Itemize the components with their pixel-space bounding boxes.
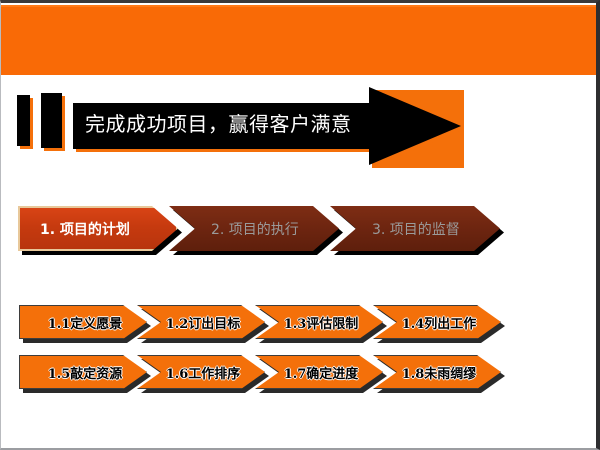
task-chevron-1-4[interactable]: 1.4列出工作 (373, 305, 501, 339)
task-chevron-2-3[interactable]: 1.7确定进度 (255, 355, 383, 389)
phase-chevron-row: 1. 项目的计划 2. 项目的执行 3. 项目的监督 (1, 206, 600, 254)
phase-chevron-project-monitoring[interactable]: 3. 项目的监督 (330, 206, 500, 251)
phase-chevron-project-planning[interactable]: 1. 项目的计划 (18, 206, 178, 251)
phase-label-2: 2. 项目的执行 (211, 221, 299, 238)
phase-chevron-project-execution[interactable]: 2. 项目的执行 (169, 206, 339, 251)
title-banner-body (73, 103, 371, 149)
slide-title: 完成成功项目，赢得客户满意 (85, 112, 352, 136)
top-band-highlight (1, 5, 596, 7)
title-banner-arrowhead-icon (369, 87, 461, 165)
task-chevron-2-4[interactable]: 1.8未雨绸缪 (373, 355, 501, 389)
phase-label-1: 1. 项目的计划 (40, 221, 130, 238)
task-chevron-2-1[interactable]: 1.5敲定资源 (19, 355, 147, 389)
task-label-1-2: 1.2订出目标 (165, 316, 241, 332)
task-chevron-row-1: 1.1定义愿景 1.2订出目标 1.3评估限制 1.4列出工作 (1, 305, 600, 341)
title-tick-bar-1 (17, 95, 30, 146)
task-label-2-3: 1.7确定进度 (283, 366, 359, 382)
task-label-1-1: 1.1定义愿景 (47, 316, 123, 332)
phase-label-3: 3. 项目的监督 (372, 221, 460, 238)
task-chevron-1-1[interactable]: 1.1定义愿景 (19, 305, 147, 339)
task-label-2-4: 1.8未雨绸缪 (401, 366, 477, 382)
task-label-2-1: 1.5敲定资源 (47, 366, 123, 382)
task-label-1-4: 1.4列出工作 (401, 316, 477, 332)
top-orange-band (1, 5, 596, 75)
task-label-2-2: 1.6工作排序 (165, 366, 241, 382)
task-chevron-1-3[interactable]: 1.3评估限制 (255, 305, 383, 339)
title-tick-bar-2 (41, 93, 62, 148)
title-arrow-banner (73, 87, 464, 168)
task-chevron-2-2[interactable]: 1.6工作排序 (137, 355, 265, 389)
task-chevron-1-2[interactable]: 1.2订出目标 (137, 305, 265, 339)
task-chevron-row-2: 1.5敲定资源 1.6工作排序 1.7确定进度 1.8未雨绸缪 (1, 355, 600, 391)
task-label-1-3: 1.3评估限制 (283, 316, 359, 332)
